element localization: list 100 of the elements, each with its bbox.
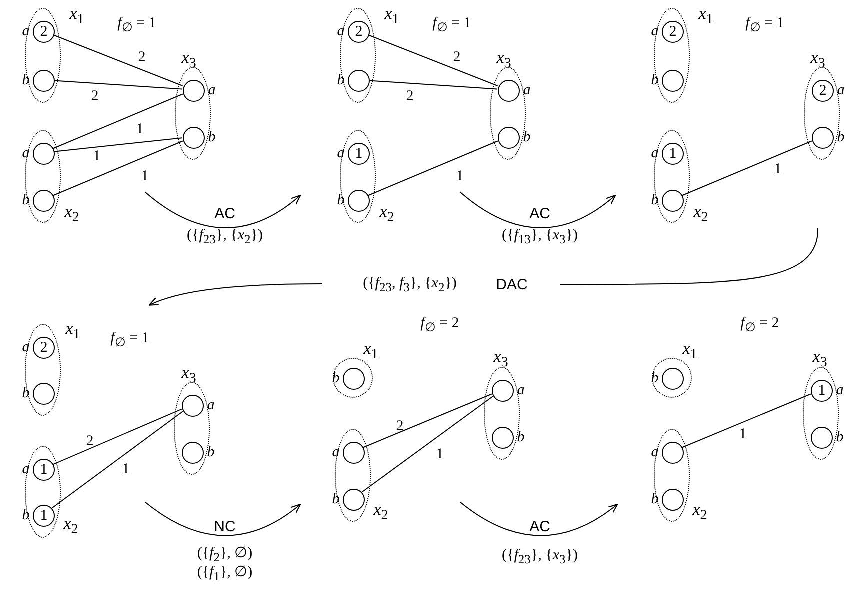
constraint-line — [682, 140, 812, 196]
value-label: a — [22, 340, 30, 356]
value-circle: 1 — [33, 459, 55, 481]
formula-label: f$_{∅}$ = 1 — [746, 16, 784, 34]
formula-label: ({f$_{2}$}, ∅) — [197, 546, 253, 564]
value-label: b — [337, 74, 345, 88]
variable-label: x$_{3}$ — [494, 348, 508, 370]
value-label: a — [337, 24, 345, 40]
variable-label: x$_{1}$ — [384, 4, 400, 26]
value-circle — [492, 380, 514, 402]
cost-label: 2 — [405, 90, 415, 104]
value-label: a — [22, 462, 30, 478]
formula-label: ({f$_{23}$}, {x$_{3}$}) — [502, 548, 578, 566]
value-label: b — [836, 430, 844, 446]
value-circle — [498, 80, 520, 102]
variable-label: x$_{3}$ — [810, 48, 826, 70]
value-circle — [183, 127, 205, 149]
cost-label: 1 — [92, 150, 102, 164]
formula-label: ({f$_{23}$}, {x$_{2}$}) — [187, 228, 263, 246]
value-circle — [811, 427, 833, 449]
value-label: a — [523, 84, 531, 98]
value-circle — [662, 489, 684, 511]
value-circle — [348, 70, 370, 92]
constraint-line — [52, 34, 184, 86]
value-label: b — [22, 386, 30, 402]
cost-label: 1 — [135, 122, 145, 138]
variable-label: x$_{2}$ — [694, 202, 708, 224]
operation-label: DAC — [496, 278, 528, 292]
value-circle — [33, 143, 55, 165]
cost-label: 1 — [121, 462, 131, 478]
value-circle: 1 — [811, 380, 833, 402]
value-label: b — [837, 130, 845, 146]
value-circle: 1 — [662, 143, 684, 165]
value-circle — [33, 190, 55, 212]
constraint-line — [682, 394, 812, 448]
variable-label: x$_{1}$ — [70, 4, 84, 26]
cost-label: 2 — [85, 434, 95, 450]
value-circle — [182, 442, 204, 464]
value-label: a — [208, 84, 216, 98]
variable-label: x$_{1}$ — [698, 4, 714, 26]
value-label: b — [332, 492, 340, 508]
constraint-line — [368, 140, 498, 196]
value-label: b — [207, 446, 215, 460]
formula-label: ({f$_{13}$}, {x$_{3}$}) — [502, 228, 578, 246]
cost-label: 1 — [140, 170, 150, 184]
operation-label: AC — [214, 206, 236, 222]
formula-label: ({f$_{23}$, f$_{3}$}, {x$_{2}$}) — [363, 276, 457, 294]
variable-label: x$_{1}$ — [682, 340, 698, 362]
value-label: a — [651, 446, 659, 460]
operation-label: AC — [530, 206, 550, 222]
value-label: a — [651, 146, 659, 162]
value-circle — [492, 427, 514, 449]
cost-label: 1 — [435, 448, 445, 462]
value-circle — [183, 80, 205, 102]
variable-label: x$_{2}$ — [64, 202, 80, 224]
value-label: b — [22, 74, 30, 88]
variable-label: x$_{2}$ — [374, 500, 388, 522]
cost-label: 1 — [455, 170, 465, 184]
value-circle — [498, 127, 520, 149]
value-circle — [182, 395, 204, 417]
constraint-line — [361, 396, 494, 493]
cost-label: 1 — [773, 162, 783, 178]
constraint-line — [362, 394, 492, 448]
constraint-line — [52, 94, 184, 150]
value-circle: 1 — [348, 143, 370, 165]
constraint-line — [53, 138, 183, 152]
value-label: a — [22, 24, 30, 40]
variable-label: x$_{2}$ — [64, 515, 78, 537]
value-label: b — [651, 194, 659, 208]
value-circle — [812, 127, 834, 149]
value-label: a — [22, 146, 30, 162]
variable-label: x$_{3}$ — [182, 48, 196, 70]
value-label: a — [651, 24, 659, 40]
value-label: a — [837, 84, 845, 98]
formula-label: f$_{∅}$ = 2 — [740, 316, 780, 334]
constraint-line — [368, 80, 498, 90]
value-label: a — [337, 146, 345, 162]
value-label: b — [651, 492, 659, 508]
value-circle: 1 — [33, 505, 55, 527]
constraint-line — [51, 411, 184, 509]
formula-label: f$_{∅}$ = 1 — [118, 16, 156, 34]
variable-label: x$_{2}$ — [692, 500, 708, 522]
variable-label: x$_{2}$ — [380, 202, 394, 224]
value-circle: 2 — [348, 21, 370, 43]
variable-label: x$_{3}$ — [812, 348, 828, 370]
value-label: b — [22, 194, 30, 208]
formula-label: f$_{∅}$ = 2 — [420, 316, 460, 334]
variable-label: x$_{3}$ — [182, 364, 196, 386]
formula-label: f$_{∅}$ = 1 — [110, 331, 150, 349]
value-circle: 2 — [812, 80, 834, 102]
value-label: b — [523, 130, 531, 146]
value-circle — [662, 368, 684, 390]
formula-label: f$_{∅}$ = 1 — [432, 16, 472, 34]
cost-label: 2 — [137, 50, 147, 66]
value-circle — [662, 190, 684, 212]
value-circle — [343, 489, 365, 511]
value-label: b — [337, 194, 345, 208]
constraint-line — [52, 140, 184, 196]
variable-label: x$_{1}$ — [66, 320, 80, 342]
value-label: b — [651, 74, 659, 88]
